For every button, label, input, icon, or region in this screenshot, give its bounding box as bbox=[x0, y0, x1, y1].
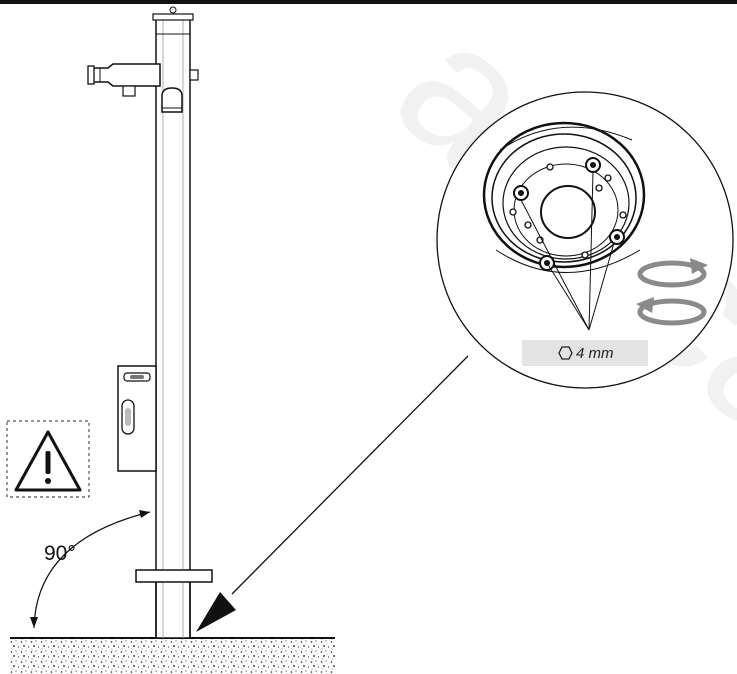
rotate-counterclockwise-icon bbox=[636, 297, 707, 326]
detail-view: 4 mm bbox=[436, 91, 734, 389]
base-flange bbox=[135, 569, 213, 638]
hex-socket-icon bbox=[558, 346, 573, 360]
detail-leader bbox=[196, 355, 469, 632]
bolt-pointers bbox=[520, 171, 615, 331]
shower-pole bbox=[152, 6, 194, 639]
push-valve bbox=[87, 63, 199, 113]
ground bbox=[10, 637, 335, 674]
warning-triangle-icon bbox=[14, 430, 82, 492]
warning-box bbox=[6, 420, 90, 498]
flange-detail bbox=[482, 121, 646, 273]
access-panel bbox=[117, 365, 157, 472]
hex-size-label: 4 mm bbox=[576, 345, 614, 362]
hex-size-callout: 4 mm bbox=[522, 340, 648, 366]
rotate-clockwise-icon bbox=[637, 258, 708, 288]
angle-label: 90° bbox=[44, 542, 76, 565]
angle-indicator bbox=[30, 510, 151, 629]
